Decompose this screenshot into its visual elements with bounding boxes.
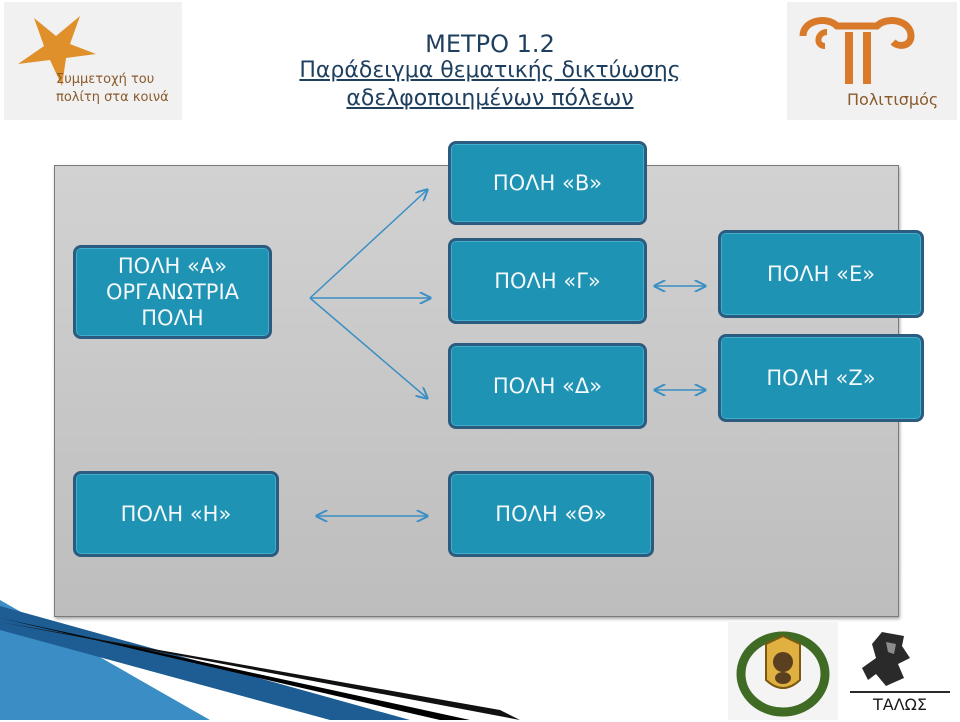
title-subtitle-2: αδελφοποιημένων πόλεων xyxy=(346,86,634,111)
talos-logo: ΤΑΛΩΣ xyxy=(842,628,958,718)
participation-logo: Συμμετοχή του πολίτη στα κοινά xyxy=(4,2,182,120)
participation-logo-line2: πολίτη στα κοινά xyxy=(56,90,169,105)
culture-logo: Πολιτισμός xyxy=(787,2,957,120)
column-capital-icon xyxy=(799,17,915,84)
city-b-box: ΠΟΛΗ «Β» xyxy=(448,141,647,225)
title-subtitle: Παράδειγμα θεματικής δικτύωσης xyxy=(299,58,681,83)
title-measure: ΜΕΤΡΟ 1.2 xyxy=(425,30,555,58)
arrow-a-to-d xyxy=(309,297,427,398)
city-a-box: ΠΟΛΗ «Α» ΟΡΓΑΝΩΤΡΙΑ ΠΟΛΗ xyxy=(73,245,272,339)
city-e-box: ΠΟΛΗ «Ε» xyxy=(718,230,924,318)
arrow-a-to-b xyxy=(309,190,427,299)
decorative-swoosh xyxy=(0,600,520,720)
star-person-icon xyxy=(18,16,96,86)
city-g-box: ΠΟΛΗ «Γ» xyxy=(448,238,647,324)
city-th-box: ΠΟΛΗ «Θ» xyxy=(448,471,654,557)
city-h-box: ΠΟΛΗ «Η» xyxy=(73,471,279,557)
culture-logo-label: Πολιτισμός xyxy=(847,90,939,109)
city-d-box: ΠΟΛΗ «Δ» xyxy=(448,343,647,429)
participation-logo-line1: Συμμετοχή του xyxy=(56,72,155,87)
city-z-box: ΠΟΛΗ «Ζ» xyxy=(718,334,924,422)
talos-label: ΤΑΛΩΣ xyxy=(872,695,927,714)
talos-figure-icon: ΤΑΛΩΣ xyxy=(850,632,950,714)
ministry-seal-icon xyxy=(728,622,838,720)
